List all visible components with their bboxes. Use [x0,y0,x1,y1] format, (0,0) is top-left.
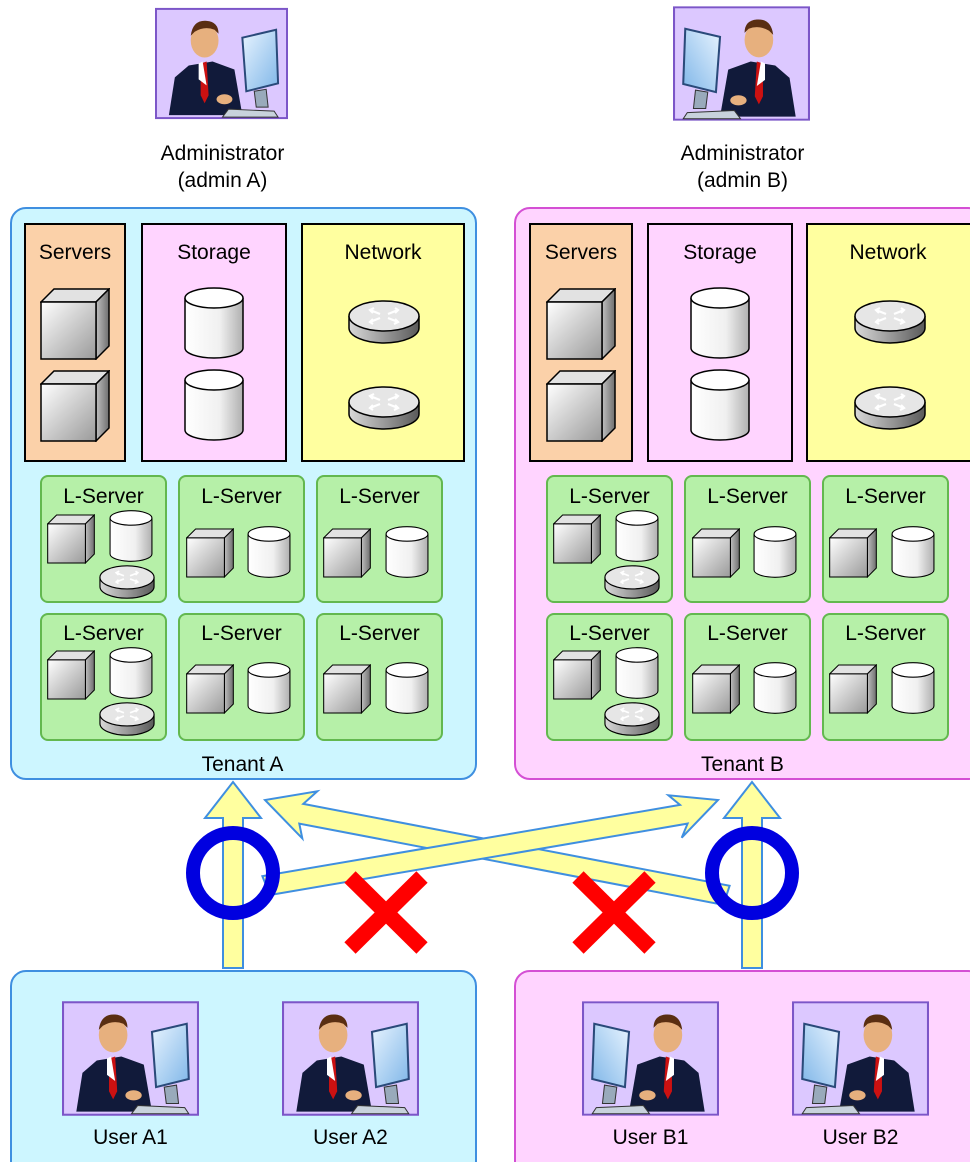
tenant-a-label: Tenant A [201,753,284,776]
tenant-b-storage-label: Storage [683,241,757,264]
allowed-arrow-a [202,780,264,969]
denied-cross-b [572,871,656,954]
user-b1-label: User B1 [612,1126,689,1149]
denied-cross-a [344,871,428,954]
lserver-label: L-Server [339,622,420,645]
user-a2-label: User A2 [313,1126,388,1149]
user-a1-label: User A1 [93,1126,168,1149]
tenant-b-network-label: Network [849,241,927,264]
lserver-label: L-Server [569,485,650,508]
lserver-label: L-Server [845,622,926,645]
tenant-b-servers-label: Servers [544,241,618,264]
lserver-label: L-Server [201,485,282,508]
administrator-b-label: Administrator (admin B) [680,142,805,192]
tenant-a-servers-label: Servers [38,241,112,264]
lserver-label: L-Server [845,485,926,508]
administrator-a-label: Administrator (admin A) [160,142,285,192]
tenant-a-network-label: Network [344,241,422,264]
lserver-label: L-Server [63,485,144,508]
tenant-b-label: Tenant B [701,753,784,776]
lserver-label: L-Server [63,622,144,645]
allowed-circle-a [186,826,280,920]
tenant-a-storage-label: Storage [177,241,251,264]
denied-arrow-a-to-b [261,793,721,897]
lserver-label: L-Server [707,485,788,508]
user-b2-label: User B2 [822,1126,899,1149]
lserver-label: L-Server [569,622,650,645]
allowed-arrow-b [721,780,783,969]
lserver-label: L-Server [339,485,420,508]
lserver-label: L-Server [201,622,282,645]
allowed-circle-b [705,826,799,920]
lserver-label: L-Server [707,622,788,645]
